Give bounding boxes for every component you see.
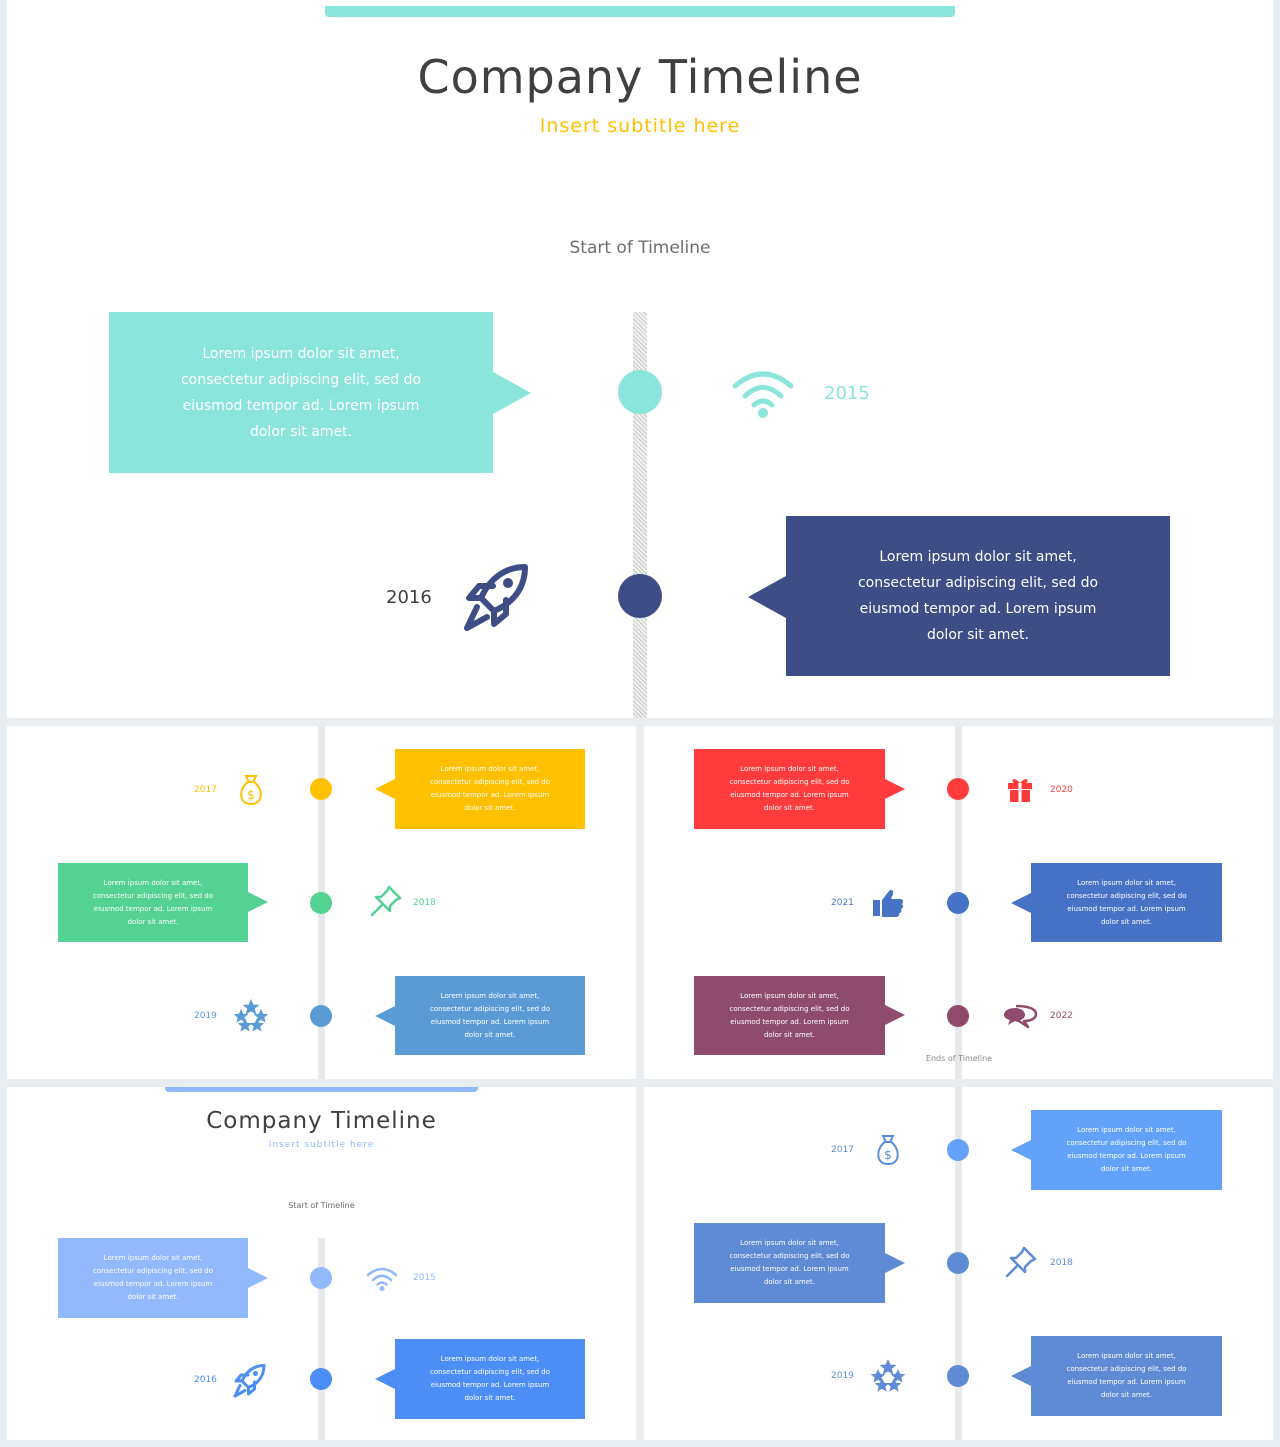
event-box-2017: Lorem ipsum dolor sit amet, consectetur … [395,749,585,829]
event-year-2016: 2016 [386,587,432,608]
event-box-pointer [493,372,531,414]
stars-icon [233,999,269,1033]
rocket-icon [231,1363,267,1399]
gift-icon [1006,774,1034,802]
event-description: Lorem ipsum dolor sit amet, consectetur … [429,765,551,812]
event-box-2016: Lorem ipsum dolor sit amet, consectetur … [395,1339,585,1419]
timeline-dot-2019 [947,1365,969,1387]
event-description: Lorem ipsum dolor sit amet, consectetur … [729,1239,850,1286]
slide-title: Company Timeline [206,1108,437,1134]
event-description: Lorem ipsum dolor sit amet, consectetur … [1066,1352,1187,1399]
main-slide: Company Timeline Insert subtitle here St… [7,0,1273,718]
event-box-pointer [885,1005,905,1025]
event-year-2018: 2018 [413,898,436,908]
event-box-2019: Lorem ipsum dolor sit amet, consectetur … [1031,1336,1222,1416]
chat-bubbles-icon [1002,1003,1038,1029]
event-description: Lorem ipsum dolor sit amet, consectetur … [92,1254,214,1301]
timeline-dot-2018 [310,892,332,914]
event-box-pointer [248,892,268,912]
wifi-icon [366,1265,398,1292]
event-description: Lorem ipsum dolor sit amet, consectetur … [429,991,551,1039]
money-bag-icon: $ [874,1134,902,1166]
event-box-pointer [1011,893,1031,913]
event-box-2016: Lorem ipsum dolor sit amet, consectetur … [786,516,1170,676]
event-description: Lorem ipsum dolor sit amet, consectetur … [729,991,850,1039]
thumbs-up-icon [872,888,904,918]
event-box-2015: Lorem ipsum dolor sit amet, consectetur … [109,312,493,473]
slide-top-bar [325,6,955,17]
timeline-dot-2017 [310,778,332,800]
rocket-icon [459,562,531,634]
event-description: Lorem ipsum dolor sit amet, consectetur … [729,765,850,812]
event-box-pointer [748,576,786,618]
event-box-2021: Lorem ipsum dolor sit amet, consectetur … [1031,863,1222,942]
timeline-dot-2016 [310,1368,332,1390]
event-box-pointer [248,1268,268,1288]
event-year-2017: 2017 [194,785,217,795]
timeline-dot-2020 [947,778,969,800]
wifi-icon [731,366,795,420]
pushpin-icon [369,884,403,918]
event-year-2017: 2017 [831,1145,854,1155]
start-of-timeline-label: Start of Timeline [569,238,711,258]
svg-text:$: $ [884,1148,892,1162]
timeline-dot-2019 [310,1005,332,1027]
timeline-dot-2015 [618,370,662,414]
event-year-2022: 2022 [1050,1011,1073,1021]
stars-icon [870,1359,906,1393]
event-year-2021: 2021 [831,898,854,908]
event-description: Lorem ipsum dolor sit amet, consectetur … [1066,1126,1187,1173]
event-box-pointer [1011,1366,1031,1386]
right-middle-slide: Lorem ipsum dolor sit amet, consectetur … [644,726,1273,1079]
event-box-pointer [885,779,905,799]
event-description: Lorem ipsum dolor sit amet, consectetur … [92,878,214,926]
event-description: Lorem ipsum dolor sit amet, consectetur … [857,549,1099,643]
timeline-axis [318,1238,325,1440]
event-description: Lorem ipsum dolor sit amet, consectetur … [429,1355,551,1402]
event-box-2015: Lorem ipsum dolor sit amet, consectetur … [58,1238,248,1318]
slide-subtitle: Insert subtitle here [268,1140,375,1150]
event-box-pointer [375,1369,395,1389]
event-box-2019: Lorem ipsum dolor sit amet, consectetur … [395,976,585,1055]
event-box-pointer [885,1253,905,1273]
left-bottom-slide: Company Timeline Insert subtitle here St… [7,1087,636,1440]
timeline-dot-2018 [947,1252,969,1274]
start-of-timeline-label: Start of Timeline [288,1201,355,1210]
event-year-2019: 2019 [831,1371,854,1381]
event-box-pointer [375,779,395,799]
event-description: Lorem ipsum dolor sit amet, consectetur … [1066,878,1187,926]
left-middle-slide: 2017 $ Lorem ipsum dolor sit amet, conse… [7,726,636,1079]
timeline-dot-2021 [947,892,969,914]
event-year-2016: 2016 [194,1375,217,1385]
event-year-2015: 2015 [824,383,870,404]
event-box-pointer [1011,1140,1031,1160]
event-box-2022: Lorem ipsum dolor sit amet, consectetur … [694,976,885,1055]
event-box-pointer [375,1006,395,1026]
end-of-timeline-label: Ends of Timeline [925,1054,993,1063]
event-box-2018: Lorem ipsum dolor sit amet, consectetur … [58,863,248,942]
event-box-2018: Lorem ipsum dolor sit amet, consectetur … [694,1223,885,1303]
svg-text:$: $ [247,788,255,802]
event-description: Lorem ipsum dolor sit amet, consectetur … [180,345,422,440]
timeline-dot-2017 [947,1139,969,1161]
pushpin-icon [1004,1245,1038,1279]
timeline-dot-2022 [947,1005,969,1027]
slide-title: Company Timeline [417,50,863,104]
timeline-dot-2015 [310,1267,332,1289]
timeline-dot-2016 [618,574,662,618]
event-box-2017: Lorem ipsum dolor sit amet, consectetur … [1031,1110,1222,1190]
slide-subtitle: Insert subtitle here [539,115,741,137]
right-bottom-slide: 2017 $ Lorem ipsum dolor sit amet, conse… [644,1087,1273,1440]
slide-top-bar [165,1087,478,1092]
event-year-2019: 2019 [194,1011,217,1021]
event-year-2020: 2020 [1050,785,1073,795]
money-bag-icon: $ [237,774,265,806]
event-year-2018: 2018 [1050,1258,1073,1268]
event-box-2020: Lorem ipsum dolor sit amet, consectetur … [694,749,885,829]
event-year-2015: 2015 [413,1273,436,1283]
